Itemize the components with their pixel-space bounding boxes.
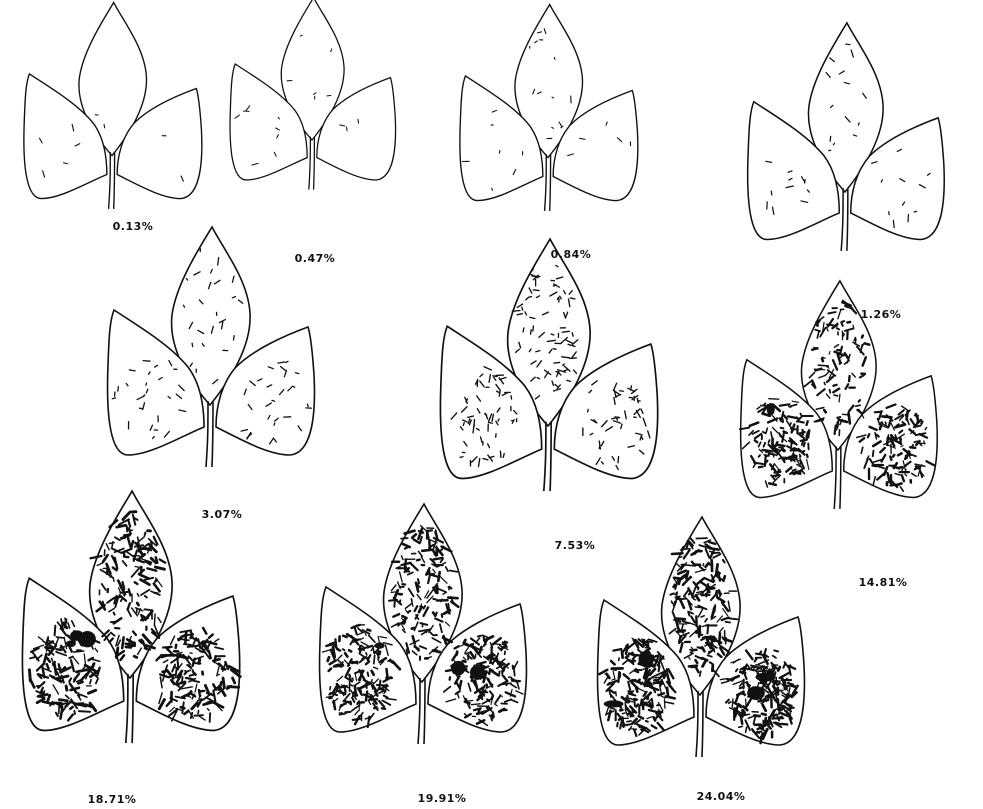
- leaf-illustration: [440, 239, 657, 491]
- severity-label: 7.53%: [555, 539, 596, 552]
- severity-label: 18.71%: [88, 793, 137, 806]
- leaf-illustration: [108, 227, 315, 467]
- leaf-illustration: [320, 504, 527, 744]
- leaf-illustration: [740, 281, 937, 509]
- severity-label: 14.81%: [859, 576, 908, 589]
- severity-label: 1.26%: [861, 308, 902, 321]
- leaf-illustration: [24, 3, 202, 209]
- severity-label: 24.04%: [697, 790, 746, 803]
- leaf-illustration: [460, 5, 638, 211]
- leaf-illustration: [230, 0, 396, 190]
- severity-label: 0.47%: [295, 252, 336, 265]
- severity-label: 3.07%: [202, 508, 243, 521]
- leaf-illustration: [22, 491, 240, 743]
- leaf-illustration: [748, 23, 945, 251]
- severity-label: 0.13%: [113, 220, 154, 233]
- leaf-illustration: [598, 517, 805, 757]
- severity-label: 19.91%: [418, 792, 467, 805]
- severity-label: 0.84%: [551, 248, 592, 261]
